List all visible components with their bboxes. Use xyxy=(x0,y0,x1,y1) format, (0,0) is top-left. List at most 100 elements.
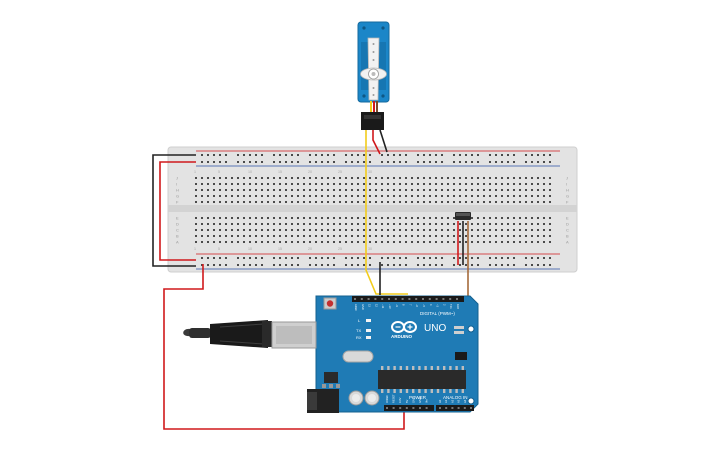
power-pin[interactable] xyxy=(392,407,395,409)
rail-hole[interactable] xyxy=(297,161,299,163)
breadboard-hole[interactable] xyxy=(321,189,323,191)
breadboard-hole[interactable] xyxy=(219,183,221,185)
breadboard-hole[interactable] xyxy=(243,183,245,185)
rail-hole[interactable] xyxy=(513,257,515,259)
breadboard-hole[interactable] xyxy=(531,183,533,185)
breadboard-hole[interactable] xyxy=(261,235,263,237)
breadboard-hole[interactable] xyxy=(333,241,335,243)
breadboard-hole[interactable] xyxy=(453,217,455,219)
breadboard-hole[interactable] xyxy=(513,177,515,179)
breadboard-hole[interactable] xyxy=(423,183,425,185)
breadboard-hole[interactable] xyxy=(519,189,521,191)
rail-hole[interactable] xyxy=(513,264,515,266)
rail-hole[interactable] xyxy=(423,154,425,156)
rail-hole[interactable] xyxy=(291,154,293,156)
breadboard-hole[interactable] xyxy=(489,189,491,191)
breadboard-hole[interactable] xyxy=(471,183,473,185)
breadboard-hole[interactable] xyxy=(333,183,335,185)
breadboard-hole[interactable] xyxy=(339,235,341,237)
breadboard-hole[interactable] xyxy=(195,235,197,237)
breadboard-hole[interactable] xyxy=(219,195,221,197)
breadboard-hole[interactable] xyxy=(249,201,251,203)
breadboard-hole[interactable] xyxy=(375,229,377,231)
rail-hole[interactable] xyxy=(237,257,239,259)
breadboard-hole[interactable] xyxy=(261,217,263,219)
breadboard-hole[interactable] xyxy=(225,241,227,243)
breadboard-hole[interactable] xyxy=(393,189,395,191)
rail-hole[interactable] xyxy=(345,154,347,156)
analog-header[interactable] xyxy=(436,405,474,411)
breadboard-hole[interactable] xyxy=(411,241,413,243)
digital-pin[interactable] xyxy=(401,298,404,300)
breadboard-hole[interactable] xyxy=(543,183,545,185)
breadboard-hole[interactable] xyxy=(549,177,551,179)
breadboard-hole[interactable] xyxy=(459,177,461,179)
rail-hole[interactable] xyxy=(243,264,245,266)
rail-hole[interactable] xyxy=(201,264,203,266)
breadboard-hole[interactable] xyxy=(423,195,425,197)
breadboard-hole[interactable] xyxy=(333,235,335,237)
rail-hole[interactable] xyxy=(363,257,365,259)
breadboard-hole[interactable] xyxy=(249,223,251,225)
rail-hole[interactable] xyxy=(297,264,299,266)
breadboard-hole[interactable] xyxy=(279,195,281,197)
breadboard-hole[interactable] xyxy=(405,189,407,191)
breadboard-hole[interactable] xyxy=(363,189,365,191)
breadboard-hole[interactable] xyxy=(459,183,461,185)
breadboard-hole[interactable] xyxy=(483,229,485,231)
breadboard-hole[interactable] xyxy=(549,241,551,243)
rail-hole[interactable] xyxy=(489,264,491,266)
breadboard-hole[interactable] xyxy=(393,201,395,203)
breadboard-hole[interactable] xyxy=(303,195,305,197)
breadboard-hole[interactable] xyxy=(375,195,377,197)
breadboard-hole[interactable] xyxy=(297,223,299,225)
rail-hole[interactable] xyxy=(489,161,491,163)
digital-pin[interactable] xyxy=(388,298,390,300)
breadboard-hole[interactable] xyxy=(237,217,239,219)
breadboard-hole[interactable] xyxy=(537,217,539,219)
breadboard-hole[interactable] xyxy=(405,241,407,243)
breadboard-hole[interactable] xyxy=(375,183,377,185)
breadboard-hole[interactable] xyxy=(297,183,299,185)
breadboard-hole[interactable] xyxy=(543,201,545,203)
rail-hole[interactable] xyxy=(273,154,275,156)
breadboard-hole[interactable] xyxy=(357,241,359,243)
breadboard-hole[interactable] xyxy=(213,229,215,231)
breadboard-hole[interactable] xyxy=(465,195,467,197)
rail-hole[interactable] xyxy=(537,257,539,259)
breadboard-hole[interactable] xyxy=(363,223,365,225)
breadboard-hole[interactable] xyxy=(201,201,203,203)
breadboard-hole[interactable] xyxy=(351,177,353,179)
rail-hole[interactable] xyxy=(543,264,545,266)
breadboard-hole[interactable] xyxy=(543,241,545,243)
breadboard-hole[interactable] xyxy=(429,177,431,179)
breadboard-hole[interactable] xyxy=(507,183,509,185)
digital-header[interactable] xyxy=(352,296,464,302)
breadboard-hole[interactable] xyxy=(489,177,491,179)
breadboard-hole[interactable] xyxy=(333,223,335,225)
breadboard-hole[interactable] xyxy=(267,241,269,243)
rail-hole[interactable] xyxy=(429,264,431,266)
breadboard-hole[interactable] xyxy=(345,195,347,197)
rail-hole[interactable] xyxy=(465,264,467,266)
rail-hole[interactable] xyxy=(549,154,551,156)
breadboard-hole[interactable] xyxy=(471,229,473,231)
rail-hole[interactable] xyxy=(369,264,371,266)
breadboard-hole[interactable] xyxy=(519,201,521,203)
breadboard-hole[interactable] xyxy=(375,217,377,219)
rail-hole[interactable] xyxy=(315,257,317,259)
breadboard-hole[interactable] xyxy=(495,195,497,197)
breadboard-hole[interactable] xyxy=(273,177,275,179)
rail-hole[interactable] xyxy=(285,257,287,259)
breadboard-hole[interactable] xyxy=(327,217,329,219)
breadboard-hole[interactable] xyxy=(435,241,437,243)
digital-pin[interactable] xyxy=(394,298,397,300)
rail-hole[interactable] xyxy=(507,154,509,156)
rail-hole[interactable] xyxy=(543,257,545,259)
breadboard-hole[interactable] xyxy=(339,189,341,191)
breadboard-hole[interactable] xyxy=(417,201,419,203)
breadboard-hole[interactable] xyxy=(477,195,479,197)
breadboard-hole[interactable] xyxy=(249,217,251,219)
rail-hole[interactable] xyxy=(525,161,527,163)
breadboard-hole[interactable] xyxy=(363,177,365,179)
